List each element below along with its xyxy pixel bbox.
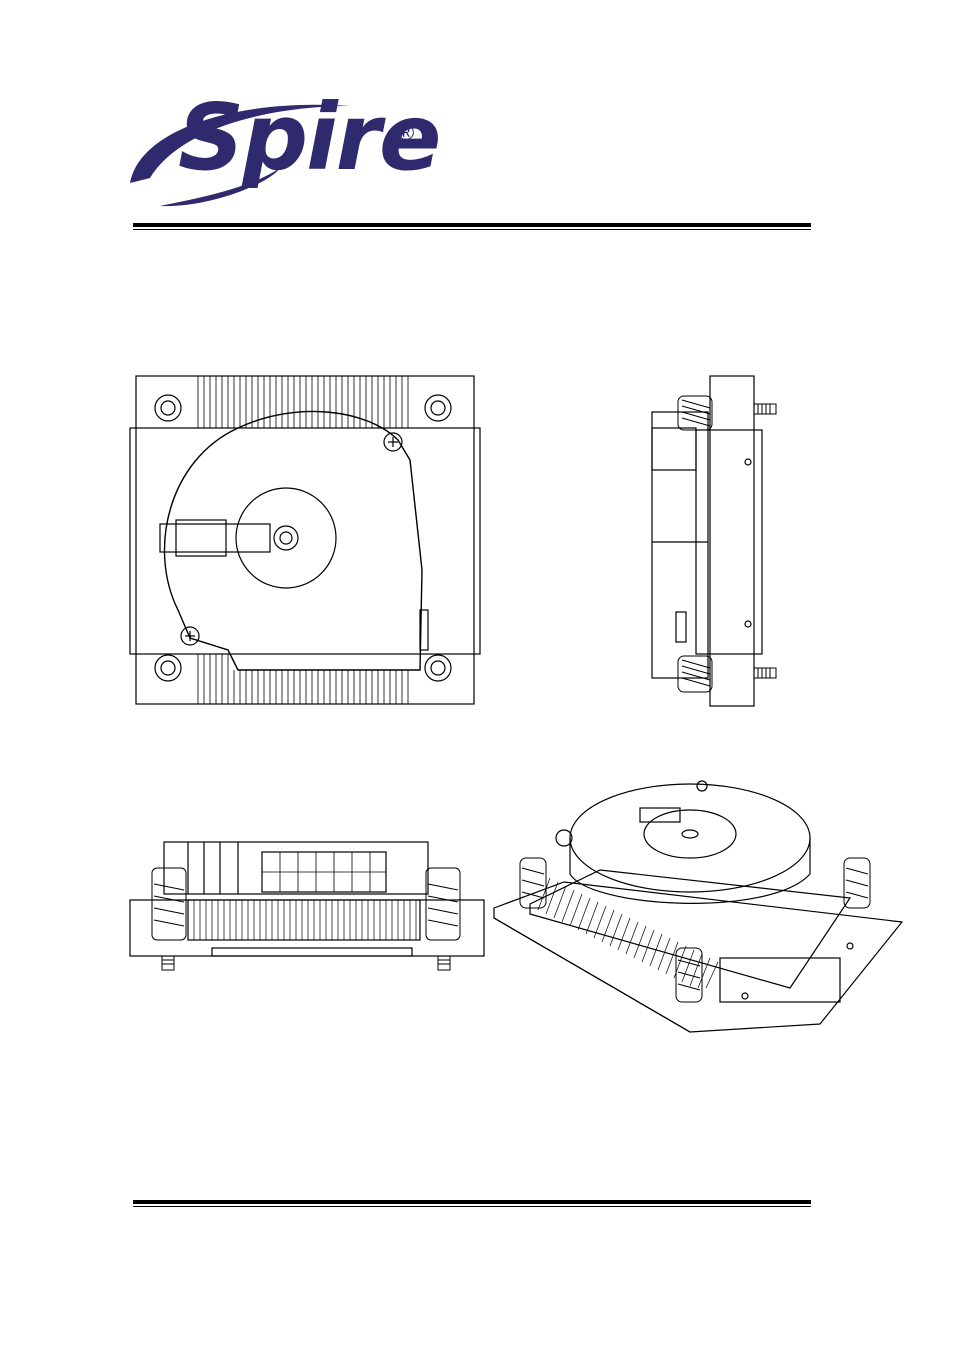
top-view-drawing bbox=[128, 370, 484, 710]
heatsink-top-view-icon bbox=[128, 370, 484, 710]
footer-rule bbox=[133, 1200, 811, 1207]
isometric-view-drawing bbox=[490, 778, 910, 1034]
side-view-drawing bbox=[640, 372, 790, 712]
front-view-drawing bbox=[128, 838, 488, 974]
heatsink-front-view-icon bbox=[128, 838, 488, 974]
heatsink-side-view-icon bbox=[640, 372, 790, 712]
heatsink-isometric-view-icon bbox=[490, 778, 910, 1034]
trademark-symbol: ® bbox=[398, 120, 414, 146]
header-rule bbox=[133, 223, 811, 230]
spire-logo: Spire ® bbox=[120, 88, 420, 218]
